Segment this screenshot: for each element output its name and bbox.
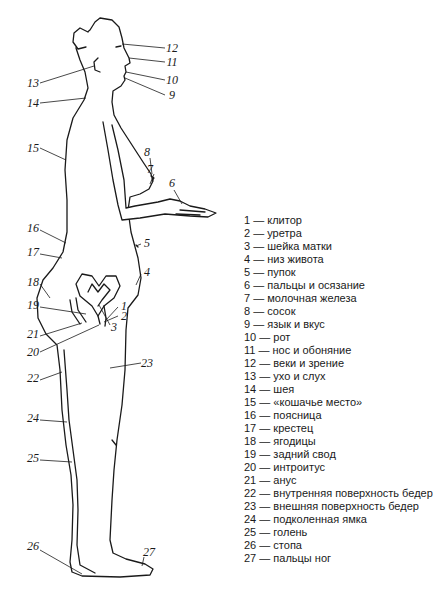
key-entry: 18 — ягодицы — [244, 436, 316, 447]
key-entry: 27 — пальцы ног — [244, 553, 331, 564]
callout-number: 15 — [27, 142, 39, 154]
key-entry: 19 — задний свод — [244, 449, 336, 460]
key-entry: 9 — язык и вкус — [244, 319, 325, 330]
hair-bun — [73, 28, 88, 49]
key-entry: 26 — стопа — [244, 540, 302, 551]
eye — [116, 46, 121, 47]
key-entry: 4 — низ живота — [244, 254, 324, 265]
callout-number: 20 — [27, 346, 39, 358]
key-entry: 14 — шея — [244, 384, 294, 395]
callout-number: 5 — [144, 237, 150, 249]
key-entry: 8 — сосок — [244, 306, 296, 317]
callout-number: 22 — [27, 372, 39, 384]
callout-number: 16 — [27, 222, 39, 234]
key-entry: 10 — рот — [244, 332, 290, 343]
callout-number: 25 — [27, 452, 39, 464]
callout-number: 4 — [144, 266, 150, 278]
callout-number: 27 — [143, 546, 155, 558]
key-entry: 20 — интроитус — [244, 462, 325, 473]
callout-number: 19 — [27, 299, 39, 311]
callout-number: 18 — [27, 276, 39, 288]
key-entry: 5 — пупок — [244, 267, 296, 278]
key-entry: 3 — шейка матки — [244, 241, 332, 252]
callout-number: 3 — [111, 321, 117, 333]
leader-lines — [40, 44, 182, 574]
ear — [94, 58, 100, 72]
key-entry: 15 — «кошачье место» — [244, 397, 362, 408]
key-entry: 7 — молочная железа — [244, 293, 357, 304]
knee-line — [112, 440, 116, 445]
key-entry: 13 — ухо и слух — [244, 371, 326, 382]
key-entry: 22 — внутренняя поверхность бедер — [244, 488, 433, 499]
key-entry: 1 — клитор — [244, 215, 302, 226]
key-entry: 23 — внешняя поверхность бедер — [244, 501, 419, 512]
body-outline — [37, 18, 153, 577]
key-entry: 2 — уретра — [244, 228, 302, 239]
key-entry: 16 — поясница — [244, 410, 322, 421]
callout-number: 11 — [166, 56, 177, 68]
callout-number: 23 — [141, 357, 153, 369]
key-entry: 6 — пальцы и осязание — [244, 280, 365, 291]
callout-number: 10 — [166, 74, 178, 86]
key-entry: 25 — голень — [244, 527, 307, 538]
uterus-inner — [88, 284, 110, 306]
callout-number: 2 — [121, 310, 127, 322]
rectum — [70, 298, 86, 324]
key-entry: 17 — крестец — [244, 423, 313, 434]
callout-number: 17 — [27, 246, 39, 258]
key-entry: 12 — веки и зрение — [244, 358, 344, 369]
finger-lines — [176, 210, 205, 215]
callout-number: 14 — [27, 97, 39, 109]
callout-number: 7 — [147, 163, 153, 175]
callout-number: 26 — [27, 540, 39, 552]
callout-number: 9 — [169, 89, 175, 101]
callout-number: 6 — [169, 177, 175, 189]
arm-outline — [103, 122, 216, 220]
callout-number: 13 — [27, 77, 39, 89]
key-entry: 11 — нос и обоняние — [244, 345, 351, 356]
uterus — [76, 274, 120, 316]
callout-number: 24 — [27, 412, 39, 424]
key-entry: 21 — анус — [244, 475, 296, 486]
callout-number: 21 — [27, 328, 39, 340]
callout-number: 12 — [166, 42, 178, 54]
callout-number: 8 — [144, 146, 150, 158]
key-entry: 24 — подколенная ямка — [244, 514, 367, 525]
